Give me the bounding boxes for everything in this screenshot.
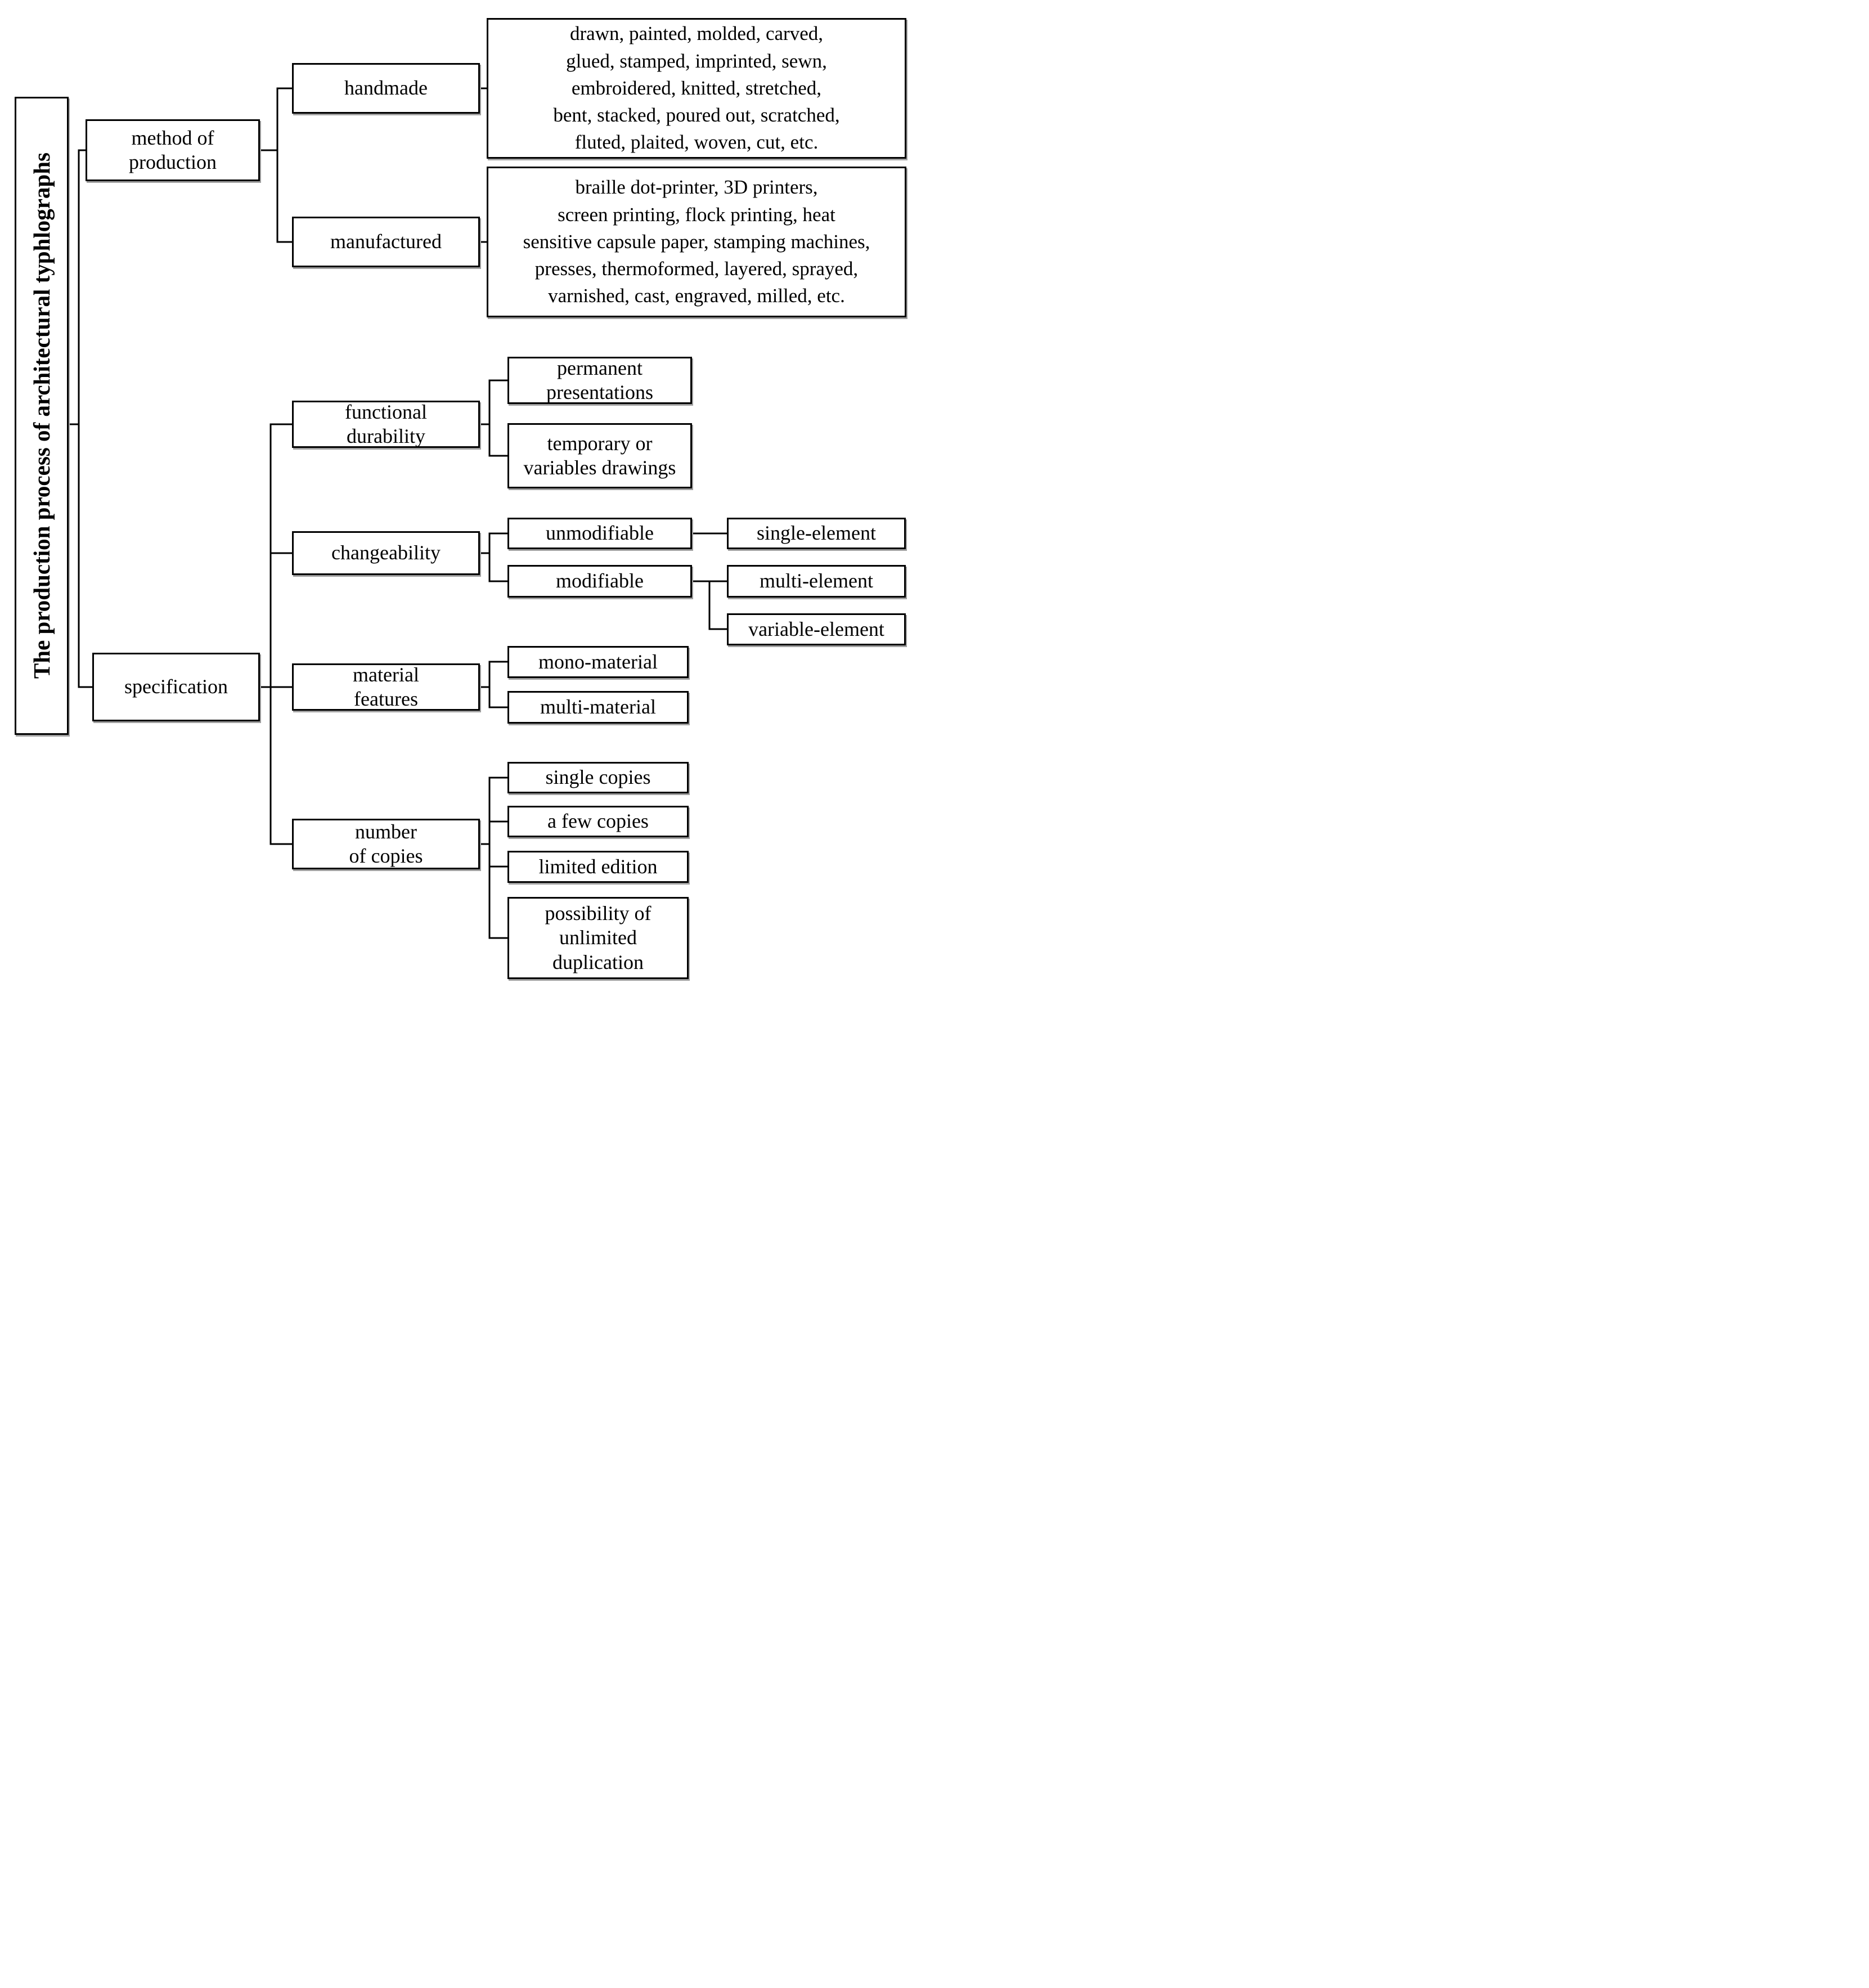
node-handmade: handmade [292,63,480,114]
connector-specification-children [259,423,293,845]
node-material-features: material features [292,663,480,711]
node-manufactured-label: manufactured [330,230,442,253]
node-multi-material-label: multi-material [540,695,656,719]
node-handmade-techniques: drawn, painted, molded, carved, glued, s… [487,18,906,159]
node-multi-material: multi-material [507,691,689,724]
node-single-copies: single copies [507,762,689,793]
node-permanent-presentations-label: permanent presentations [546,357,653,403]
node-limited-edition: limited edition [507,851,689,883]
node-changeability: changeability [292,531,480,575]
node-manufactured-techniques-label: braille dot-printer, 3D printers, screen… [523,176,870,307]
node-root: The production process of architectural … [15,97,69,735]
connector-root-trunk [68,149,93,688]
connector-material-children [479,661,509,708]
node-functional-durability: functional durability [292,401,480,448]
connector-changeability-children [479,532,509,582]
node-specification: specification [92,653,260,721]
node-method-of-production-label: method of production [129,126,217,173]
node-possibility-of-unlimited-duplication-label: possibility of unlimited duplication [545,902,652,973]
connector-copies-children [479,777,509,939]
node-single-element-label: single-element [757,522,876,545]
node-manufactured-techniques: braille dot-printer, 3D printers, screen… [487,167,906,317]
node-specification-label: specification [124,675,228,698]
node-a-few-copies: a few copies [507,806,689,837]
node-root-label: The production process of architectural … [28,152,55,679]
diagram-canvas: The production process of architectural … [0,0,934,994]
node-changeability-label: changeability [331,541,441,564]
node-variable-element-label: variable-element [748,617,884,640]
node-single-copies-label: single copies [545,766,651,789]
connector-durability-children [479,379,509,457]
node-temporary-or-variables-drawings-label: temporary or variables drawings [523,432,676,479]
node-variable-element: variable-element [727,613,906,645]
node-manufactured: manufactured [292,217,480,267]
node-handmade-label: handmade [344,77,428,100]
node-multi-element: multi-element [727,565,906,598]
connector-modifiable-children [691,580,728,630]
node-possibility-of-unlimited-duplication: possibility of unlimited duplication [507,897,689,979]
node-method-of-production: method of production [86,119,260,181]
node-functional-durability-label: functional durability [345,401,427,447]
node-modifiable-label: modifiable [556,569,644,593]
node-number-of-copies-label: number of copies [349,820,423,867]
node-unmodifiable: unmodifiable [507,518,692,549]
node-a-few-copies-label: a few copies [547,810,649,833]
node-temporary-or-variables-drawings: temporary or variables drawings [507,423,692,488]
connector-method-children [259,87,293,243]
node-permanent-presentations: permanent presentations [507,357,692,404]
node-number-of-copies: number of copies [292,819,480,869]
node-handmade-techniques-label: drawn, painted, molded, carved, glued, s… [553,23,840,154]
node-modifiable: modifiable [507,565,692,598]
node-mono-material: mono-material [507,646,689,678]
node-single-element: single-element [727,518,906,549]
node-mono-material-label: mono-material [538,650,658,673]
node-unmodifiable-label: unmodifiable [546,522,654,545]
node-material-features-label: material features [353,663,419,710]
node-limited-edition-label: limited edition [538,855,658,878]
connector-layer [68,87,728,939]
node-multi-element-label: multi-element [760,569,873,593]
